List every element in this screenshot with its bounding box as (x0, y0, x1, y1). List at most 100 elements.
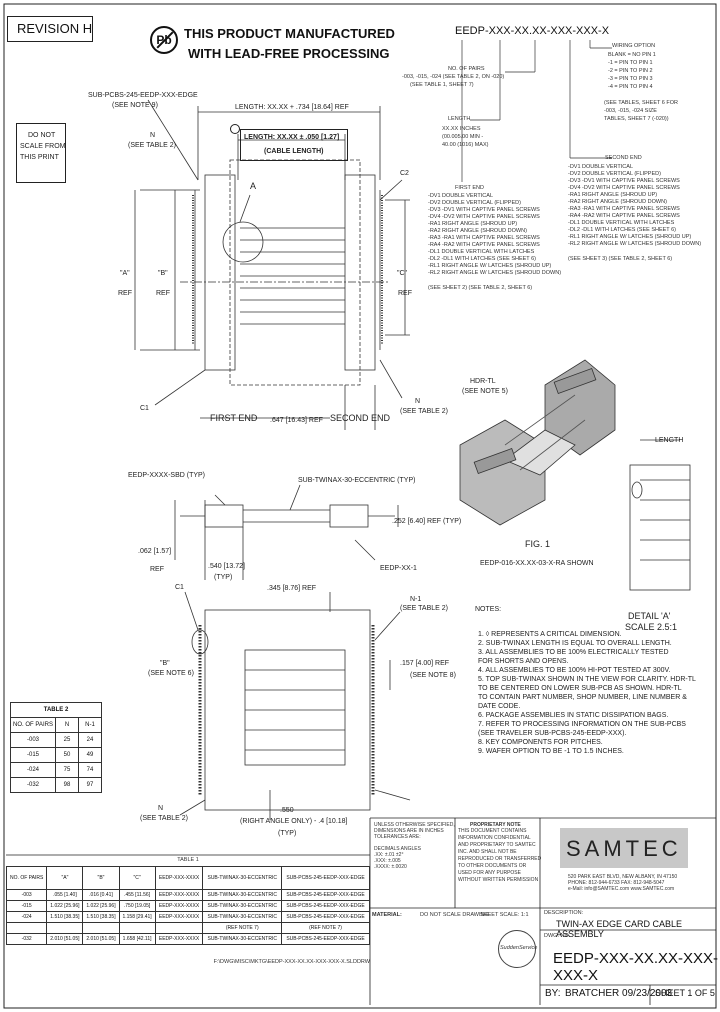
table1-title: TABLE 1 (177, 857, 199, 863)
second-end-opt: -DV2 DOUBLE VERTICAL (FLIPPED) (568, 171, 661, 177)
table2-header: N (55, 717, 79, 733)
a-ref-text: REF (118, 290, 132, 297)
table1-footer: F:\DWG\MISC\MKTG\EEDP-XXX-XX.XX-XXX-XXX-… (213, 959, 370, 965)
cable-length-value: LENGTH: XX.XX ± .050 [1.27] (244, 134, 340, 141)
c-ref-label: "C" (397, 270, 408, 277)
table1-cell: EEDP-XXX-XXXX (154, 933, 204, 945)
table2-cell: 74 (78, 762, 102, 778)
proprietary-line: TO OTHER DOCUMENTS OR (458, 863, 527, 869)
table1-cell: SUB-TWINAX-30-ECCENTRIC (202, 900, 282, 912)
dim-345: .345 [8.76] REF (267, 585, 317, 592)
cable-length-label: (CABLE LENGTH) (264, 148, 324, 155)
note-item: 4. ALL ASSEMBLIES TO BE 100% HI-POT TEST… (478, 667, 671, 674)
second-end-opt: -DL2 -DL1 WITH LATCHES (SEE SHEET 6) (568, 227, 676, 233)
table2-cell: 50 (55, 747, 79, 763)
description-label: DESCRIPTION: (544, 910, 584, 916)
table1-cell: EEDP-XXX-XXXX (154, 911, 204, 923)
first-end-opt: -RL2 RIGHT ANGLE W/ LATCHES (SHROUD DOWN… (428, 270, 562, 276)
lead-free-line1: THIS PRODUCT MANUFACTURED (184, 26, 395, 41)
table1-cell: 1.022 [25.96] (46, 900, 84, 912)
detail-a-scale: SCALE 2.5:1 (625, 622, 678, 632)
length-opt-0: XX.XX INCHES (442, 126, 481, 132)
proprietary-line: INC. AND SHALL NOT BE (458, 849, 517, 855)
second-end-label: SECOND END (330, 413, 391, 423)
dim-062-ref: REF (150, 566, 164, 573)
second-end-opt: -RA1 RIGHT ANGLE (SHROUD UP) (568, 192, 658, 198)
table2-cell: 49 (78, 747, 102, 763)
second-end-opt: -DV4 -DV2 WITH CAPTIVE PANEL SCREWS (568, 185, 680, 191)
table2-cell: 97 (78, 777, 102, 793)
length-option-title: LENGTH (448, 116, 471, 122)
table1-cell: SUB-TWINAX-30-ECCENTRIC (202, 889, 282, 901)
description-value: TWIN-AX EDGE CARD CABLE ASSEMBLY (556, 919, 683, 939)
length-opt-1: (00.005.00 MIN - (442, 134, 484, 140)
note-item: 2. SUB-TWINAX LENGTH IS EQUAL TO OVERALL… (478, 640, 672, 647)
pairs-opt-0: -003, -015, -024 (SEE TABLE 2, ON -020) (402, 74, 505, 80)
table1-cell: 1.658 [42.11] (118, 933, 156, 945)
table2-title: TABLE 2 (10, 702, 102, 718)
wiring-opt-5: (SEE TABLES, SHEET 6 FOR (604, 100, 678, 106)
first-end-opt: -DL2 -DL1 WITH LATCHES (SEE SHEET 6) (428, 256, 536, 262)
see-table2-right: (SEE TABLE 2) (400, 408, 448, 415)
second-end-opt: -RA3 -RA1 WITH CAPTIVE PANEL SCREWS (568, 206, 680, 212)
table2-cell: -032 (10, 777, 56, 793)
table1-cell (154, 922, 204, 934)
tolerance-line: .XX: ±.01 ±2° (374, 852, 404, 858)
proprietary-line: WITHOUT WRITTEN PERMISSION (458, 877, 539, 883)
note-item: DATE CODE. (478, 703, 521, 710)
sheet-value: SHEET 1 OF 5 (655, 988, 715, 998)
sub-twinax-label: SUB-TWINAX-30-ECCENTRIC (TYP) (298, 477, 416, 484)
do-not-scale-3: THIS PRINT (20, 154, 59, 161)
detail-a-callout: A (250, 181, 257, 191)
do-not-scale-2: SCALE FROM (20, 143, 66, 150)
table1-cell: SUB-PCBS-245-EEDP-XXX-EDGE (281, 900, 370, 912)
right-angle-dim: (RIGHT ANGLE ONLY) - .4 [10.18] (240, 818, 348, 825)
note-item: 6. PACKAGE ASSEMBLIES IN STATIC DISSIPAT… (478, 712, 669, 719)
fig1-label: FIG. 1 (525, 539, 551, 549)
note-item: 8. KEY COMPONENTS FOR PITCHES. (478, 739, 603, 746)
table1-cell: 1.158 [29.41] (118, 911, 156, 923)
a-ref-label: "A" (120, 270, 130, 277)
detail-length-label: LENGTH (655, 437, 684, 444)
note-item: TO BE CENTERED ON LOWER SUB-PCB AS SHOWN… (478, 685, 682, 692)
revision-label: REVISION H (17, 21, 93, 36)
table1-cell: .016 [0.41] (82, 889, 120, 901)
table2-cell: 24 (78, 732, 102, 748)
table1-cell: .455 [11.56] (118, 889, 156, 901)
first-end-label: FIRST END (210, 413, 258, 423)
second-end-opt: -RA4 -RA2 WITH CAPTIVE PANEL SCREWS (568, 213, 680, 219)
critical-dimension-icon (230, 124, 240, 134)
pairs-opt-1: (SEE TABLE 1, SHEET 7) (410, 82, 474, 88)
table1-cell: .055 [1.40] (46, 889, 84, 901)
table1-cell: EEDP-XXX-XXXX (154, 900, 204, 912)
b-ref-label: "B" (158, 270, 168, 277)
c2-label: C2 (400, 170, 409, 177)
n-label-top: N (150, 132, 156, 139)
see-table2-top: (SEE TABLE 2) (128, 142, 176, 149)
note-item: 3. ALL ASSEMBLIES TO BE 100% ELECTRICALL… (478, 649, 669, 656)
see-table2-n1: (SEE TABLE 2) (400, 605, 448, 612)
length-opt-2: 40.00 (1016) MAX) (442, 142, 489, 148)
material-value: DO NOT SCALE DRAWING (420, 912, 489, 918)
table1-header: EEDP-XXX-XXXX (154, 866, 204, 890)
second-end-opt: -RL2 RIGHT ANGLE W/ LATCHES (SHROUD DOWN… (568, 241, 702, 247)
dim-540-typ: (TYP) (214, 574, 233, 581)
by-value: BRATCHER 09/23/2003 (565, 988, 673, 999)
tolerance-line: DIMENSIONS ARE IN INCHES (374, 828, 444, 834)
lead-free-line2: WITH LEAD-FREE PROCESSING (188, 46, 390, 61)
logo-sudden-service (498, 930, 536, 968)
c1-detail: C1 (175, 584, 184, 591)
table1-header: "A" (46, 866, 84, 890)
table1-cell: -024 (5, 911, 48, 923)
wiring-opt-6: -003, -015, -024 SIZE (604, 108, 657, 114)
first-end-opt: (SEE SHEET 2) (SEE TABLE 2, SHEET 6) (428, 285, 533, 291)
sheet-scale: SHEET SCALE: 1:1 (480, 912, 529, 918)
second-end-opt: -DV3 -DV1 WITH CAPTIVE PANEL SCREWS (568, 178, 680, 184)
n-detail-label: N (158, 805, 164, 812)
table2-cell: -003 (10, 732, 56, 748)
table1-cell: -032 (5, 933, 48, 945)
tolerance-line: .XXX: ±.005 (374, 858, 401, 864)
table1-cell: 1.510 [38.35] (82, 911, 120, 923)
material-label: MATERIAL: (372, 912, 402, 918)
